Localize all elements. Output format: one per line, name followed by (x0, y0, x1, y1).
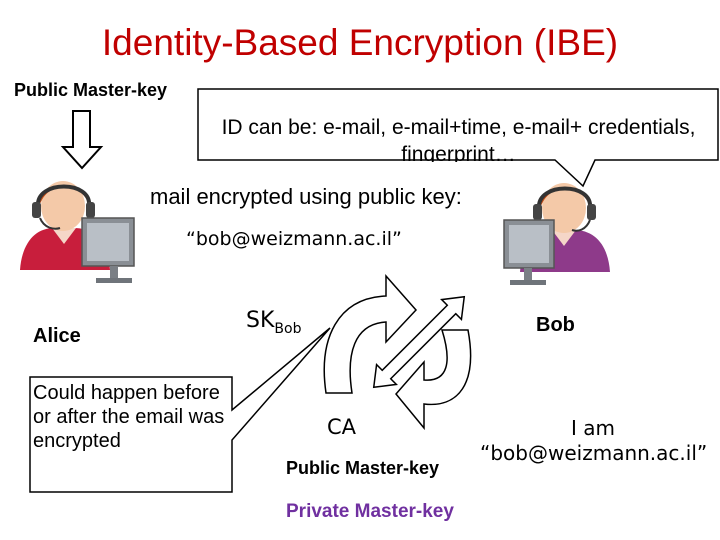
email-encrypted-label: mail encrypted using public key: (150, 184, 462, 209)
curved-arrow-icon-to-alice (323, 274, 418, 394)
secret-key-main: SK (246, 308, 275, 333)
private-master-key-label: Private Master-key (286, 501, 454, 522)
i-am-email-label: “bob@weizmann.ac.il” (480, 441, 708, 465)
i-am-label: I am (571, 416, 615, 440)
bob-label: Bob (536, 314, 575, 336)
down-arrow-icon (60, 110, 104, 170)
alice-label: Alice (33, 325, 81, 347)
alice-user-headset-icon (20, 181, 135, 283)
callout-top-bubble (197, 88, 719, 188)
ca-label: CA (327, 415, 357, 439)
callout-left-text: Could happen before or after the email w… (33, 382, 225, 452)
secret-key-label: SKBob (246, 308, 301, 337)
page-title: Identity-Based Encryption (IBE) (101, 22, 619, 63)
public-master-key-bottom-label: Public Master-key (286, 458, 440, 478)
curved-arrow-icon-to-ca (395, 329, 472, 431)
public-master-key-top-label: Public Master-key (14, 80, 168, 100)
callout-top-text: ID can be: e-mail, e-mail+time, e-mail+ … (221, 116, 696, 162)
double-arrow-icon (372, 295, 466, 389)
callout-left-bubble (29, 327, 331, 493)
secret-key-subscript: Bob (274, 321, 302, 337)
bob-user-headset-icon (503, 183, 610, 285)
id-string-label: “bob@weizmann.ac.il” (186, 228, 402, 250)
